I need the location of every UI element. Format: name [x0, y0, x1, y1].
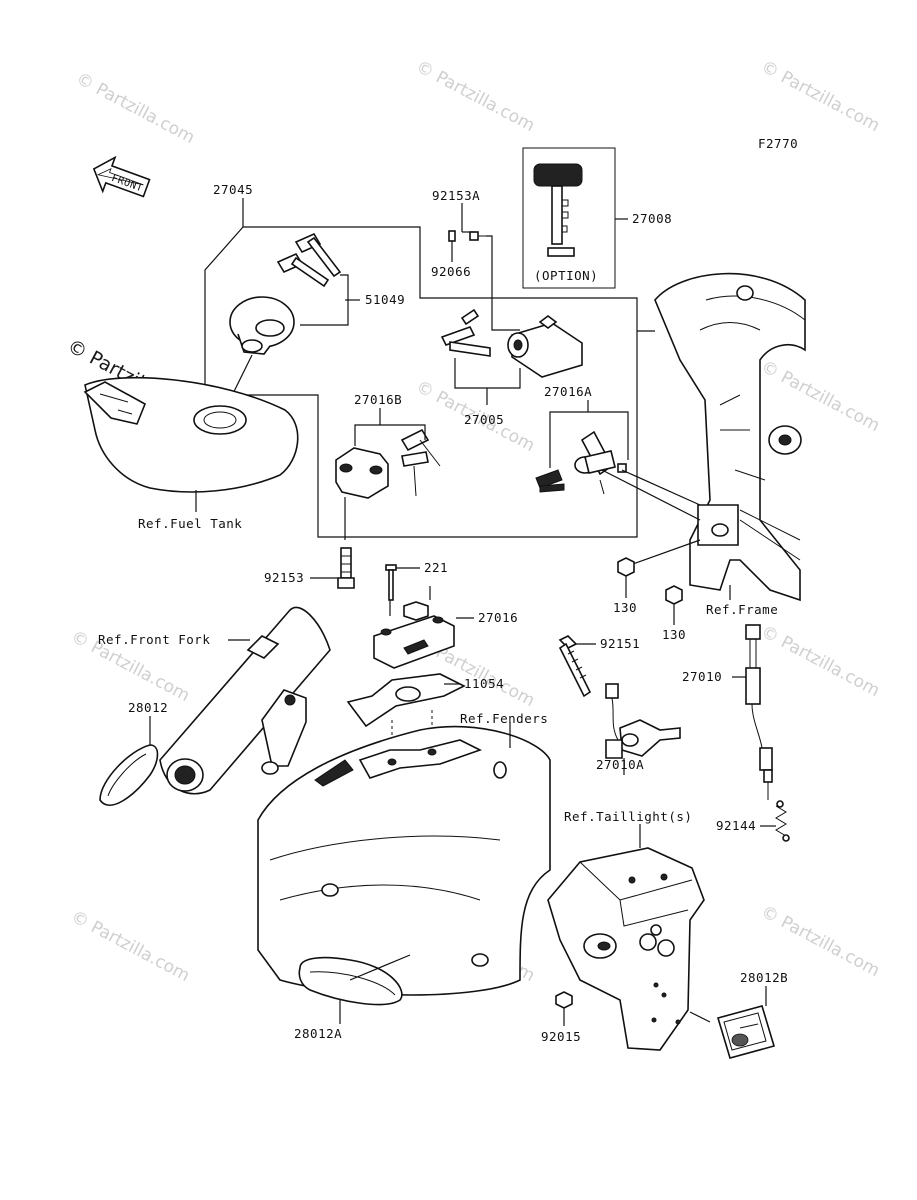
- part-28012A-label: 28012A: [294, 1026, 342, 1041]
- ref-taillight: Ref.Taillight(s): [564, 809, 692, 824]
- nut-130-a: [617, 557, 635, 577]
- switch-27010A: [605, 683, 681, 759]
- part-27045-label: 27045: [213, 182, 253, 197]
- screw-92153A: [469, 231, 486, 241]
- keys-51049: [276, 232, 342, 288]
- frame: [654, 272, 806, 602]
- watermark: © Partzilla.com: [73, 69, 198, 148]
- front-fork: [159, 606, 331, 795]
- watermark: © Partzilla.com: [758, 57, 883, 136]
- part-27016B-label: 27016B: [354, 392, 402, 407]
- part-51049-label: 51049: [365, 292, 405, 307]
- part-221-label: 221: [424, 560, 448, 575]
- part-27010A-label: 27010A: [596, 757, 644, 772]
- ref-front-fork: Ref.Front Fork: [98, 632, 210, 647]
- ref-frame: Ref.Frame: [706, 602, 778, 617]
- screw-92066: [448, 230, 456, 242]
- watermark: © Partzilla.com: [413, 57, 538, 136]
- part-92153A-label: 92153A: [432, 188, 480, 203]
- bolt-92151: [558, 635, 592, 698]
- part-130-b-label: 130: [662, 627, 686, 642]
- fuel-cap: [229, 296, 295, 355]
- fender: [257, 725, 551, 996]
- part-27005-label: 27005: [464, 412, 504, 427]
- lock-27016B: [335, 428, 441, 499]
- key-option-box: (OPTION): [522, 147, 616, 289]
- reflector-28012B: [716, 1005, 776, 1059]
- lock-27016A: [535, 430, 627, 495]
- part-92153-label: 92153: [264, 570, 304, 585]
- plate-11054: [346, 673, 466, 728]
- part-27016A-label: 27016A: [544, 384, 592, 399]
- part-92144-label: 92144: [716, 818, 756, 833]
- spring-92144: [775, 800, 790, 842]
- switch-27010: [745, 624, 773, 800]
- ref-fuel-tank: Ref.Fuel Tank: [138, 516, 242, 531]
- fuel-tank: [83, 376, 299, 493]
- watermark: © Partzilla.com: [758, 622, 883, 701]
- reflector-28012: [99, 744, 159, 806]
- nut-130-b: [665, 585, 683, 605]
- watermark: © Partzilla.com: [758, 357, 883, 436]
- part-28012B-label: 28012B: [740, 970, 788, 985]
- taillight-bracket: [547, 847, 705, 1051]
- figure-code: F2770: [758, 136, 798, 151]
- part-130-a-label: 130: [613, 600, 637, 615]
- screw-221: [385, 564, 397, 601]
- option-label: (OPTION): [534, 268, 598, 283]
- bolt-92153: [337, 547, 355, 589]
- part-28012-label: 28012: [128, 700, 168, 715]
- watermark: © Partzilla.com: [68, 907, 193, 986]
- part-27008-label: 27008: [632, 211, 672, 226]
- lock-bracket-27016: [373, 601, 455, 669]
- ref-fenders: Ref.Fenders: [460, 711, 548, 726]
- ignition-switch-27005: [440, 308, 583, 378]
- part-92151-label: 92151: [600, 636, 640, 651]
- front-arrow-icon: FRONT: [92, 155, 151, 198]
- part-27010-label: 27010: [682, 669, 722, 684]
- part-11054-label: 11054: [464, 676, 504, 691]
- part-92015-label: 92015: [541, 1029, 581, 1044]
- assembly-outline: [204, 198, 638, 538]
- part-27016-label: 27016: [478, 610, 518, 625]
- nut-92015: [555, 991, 573, 1009]
- part-92066-label: 92066: [431, 264, 471, 279]
